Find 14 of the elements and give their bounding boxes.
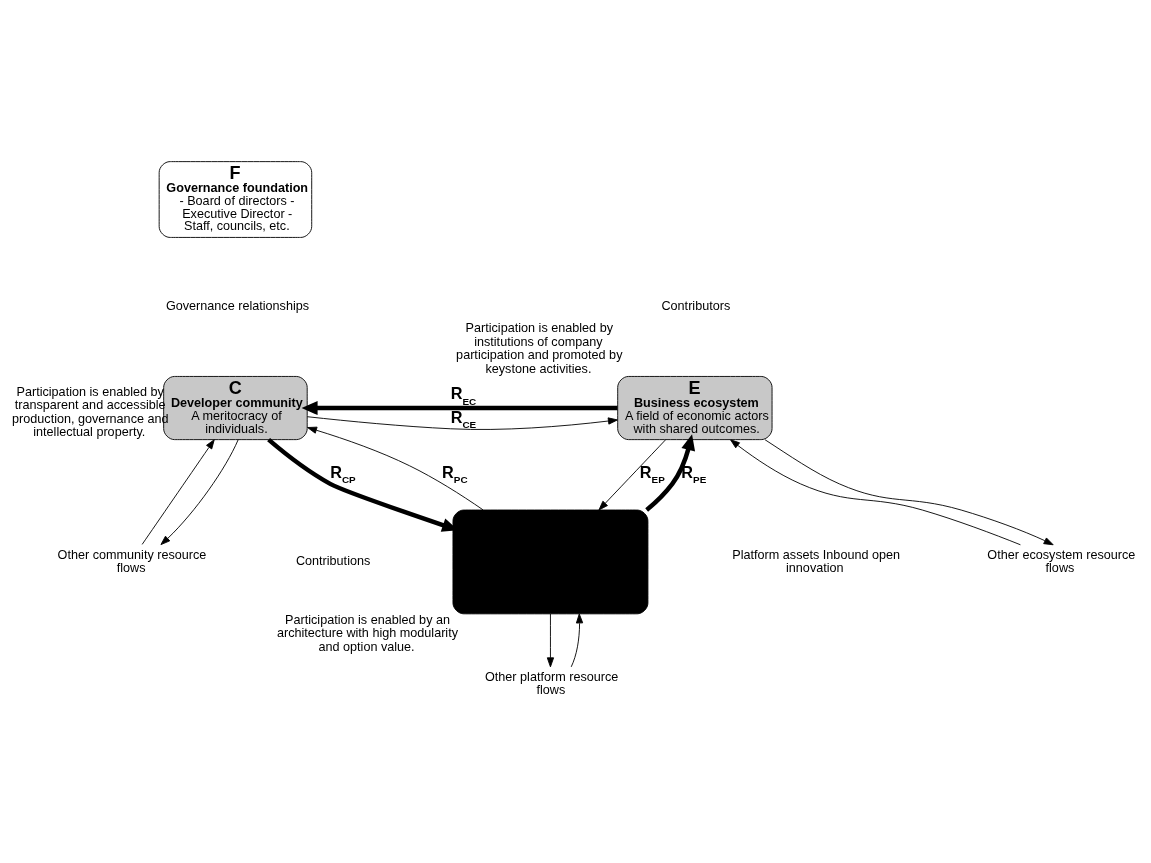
label: Contributions bbox=[295, 554, 371, 569]
edge-label: R$_{EP}$ bbox=[639, 462, 665, 486]
node-label: Participation is enabled by institutions of company participation and promoted by keystone activities. bbox=[456, 321, 623, 377]
node-label: Participation is enabled by an architecture with high modularity and option value. bbox=[276, 612, 458, 655]
edge-label: R$_{CP}$ bbox=[330, 462, 356, 486]
node-text: Other platform resource flows bbox=[485, 669, 619, 698]
label: Contributors bbox=[661, 299, 731, 314]
label: Governance relationships bbox=[165, 299, 310, 314]
node-text: Other ecosystem resource flows bbox=[987, 547, 1136, 576]
edge-label: R$_{PC}$ bbox=[442, 462, 468, 486]
node-text: Other community resource flows bbox=[57, 547, 207, 576]
edge-label: R$_{EC}$ bbox=[450, 384, 477, 407]
label: Platform assets Inbound open innovation bbox=[732, 547, 901, 576]
edge-label: R$_{CE}$ bbox=[450, 407, 477, 431]
